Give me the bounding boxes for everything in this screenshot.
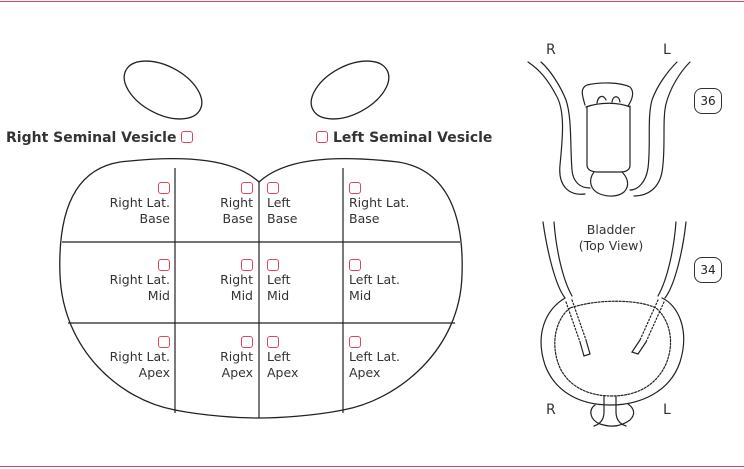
zone-checkbox[interactable] bbox=[158, 259, 170, 271]
zone-checkbox[interactable] bbox=[241, 182, 253, 194]
left-seminal-vesicle: Left Seminal Vesicle bbox=[316, 130, 492, 146]
zone-label-line2: Mid bbox=[171, 288, 253, 304]
zone-checkbox[interactable] bbox=[349, 259, 361, 271]
zone-label-line1: Left bbox=[267, 349, 349, 365]
bladder-right-letter: R bbox=[546, 402, 556, 418]
zone-checkbox[interactable] bbox=[267, 259, 279, 271]
zone-label-line2: Apex bbox=[171, 365, 253, 381]
zone-checkbox[interactable] bbox=[158, 182, 170, 194]
right-seminal-vesicle-label: Right Seminal Vesicle bbox=[6, 130, 176, 146]
right-seminal-vesicle: Right Seminal Vesicle bbox=[6, 130, 193, 146]
zone-label-line2: Base bbox=[171, 211, 253, 227]
zone-left-lat-apex[interactable]: Left Lat. Apex bbox=[349, 336, 431, 412]
zone-label-line1: Right bbox=[171, 272, 253, 288]
left-seminal-vesicle-checkbox[interactable] bbox=[316, 131, 328, 143]
zone-left-base[interactable]: Left Base bbox=[267, 182, 349, 258]
side-view-left-letter: L bbox=[663, 42, 671, 58]
side-view-badge: 36 bbox=[694, 88, 722, 114]
zone-right-base[interactable]: Right Base bbox=[171, 182, 253, 258]
bladder-caption-line1: Bladder bbox=[561, 222, 661, 238]
bladder-caption-line2: (Top View) bbox=[561, 238, 661, 254]
zone-label-line1: Right bbox=[171, 349, 253, 365]
zone-checkbox[interactable] bbox=[241, 336, 253, 348]
zone-label-line1: Right Lat. bbox=[88, 195, 170, 211]
right-seminal-vesicle-checkbox[interactable] bbox=[181, 131, 193, 143]
zone-label-line1: Right Lat. bbox=[88, 272, 170, 288]
zone-right-lat-mid[interactable]: Right Lat. Mid bbox=[88, 259, 170, 335]
zone-label-line2: Base bbox=[349, 211, 431, 227]
zone-label-line1: Right Lat. bbox=[88, 349, 170, 365]
zone-left-lat-base[interactable]: Right Lat. Base bbox=[349, 182, 431, 258]
bladder-left-letter: L bbox=[663, 402, 671, 418]
zone-checkbox[interactable] bbox=[349, 182, 361, 194]
bladder-caption: Bladder (Top View) bbox=[561, 222, 661, 254]
zone-label-line1: Left bbox=[267, 272, 349, 288]
zone-right-lat-apex[interactable]: Right Lat. Apex bbox=[88, 336, 170, 412]
zone-label-line2: Mid bbox=[267, 288, 349, 304]
zone-label-line1: Left Lat. bbox=[349, 349, 431, 365]
zone-checkbox[interactable] bbox=[158, 336, 170, 348]
zone-label-line2: Base bbox=[267, 211, 349, 227]
zone-label-line1: Left Lat. bbox=[349, 272, 431, 288]
zone-label-line2: Apex bbox=[349, 365, 431, 381]
bladder-badge: 34 bbox=[694, 257, 722, 283]
zone-label-line1: Right Lat. bbox=[349, 195, 431, 211]
zone-label-line2: Mid bbox=[349, 288, 431, 304]
zone-right-lat-base[interactable]: Right Lat. Base bbox=[88, 182, 170, 258]
side-view-right-letter: R bbox=[546, 42, 556, 58]
zone-left-mid[interactable]: Left Mid bbox=[267, 259, 349, 335]
zone-left-apex[interactable]: Left Apex bbox=[267, 336, 349, 412]
zone-checkbox[interactable] bbox=[241, 259, 253, 271]
side-view-sketch bbox=[528, 62, 690, 196]
zone-right-mid[interactable]: Right Mid bbox=[171, 259, 253, 335]
zone-checkbox[interactable] bbox=[267, 182, 279, 194]
zone-label-line2: Mid bbox=[88, 288, 170, 304]
left-seminal-vesicle-label: Left Seminal Vesicle bbox=[333, 130, 492, 146]
zone-label-line2: Base bbox=[88, 211, 170, 227]
zone-label-line2: Apex bbox=[88, 365, 170, 381]
zone-label-line1: Right bbox=[171, 195, 253, 211]
zone-label-line2: Apex bbox=[267, 365, 349, 381]
zone-checkbox[interactable] bbox=[349, 336, 361, 348]
left-seminal-vesicle-shape[interactable] bbox=[302, 49, 399, 131]
zone-left-lat-mid[interactable]: Left Lat. Mid bbox=[349, 259, 431, 335]
zone-checkbox[interactable] bbox=[267, 336, 279, 348]
zone-label-line1: Left bbox=[267, 195, 349, 211]
right-seminal-vesicle-shape[interactable] bbox=[115, 49, 212, 131]
zone-right-apex[interactable]: Right Apex bbox=[171, 336, 253, 412]
